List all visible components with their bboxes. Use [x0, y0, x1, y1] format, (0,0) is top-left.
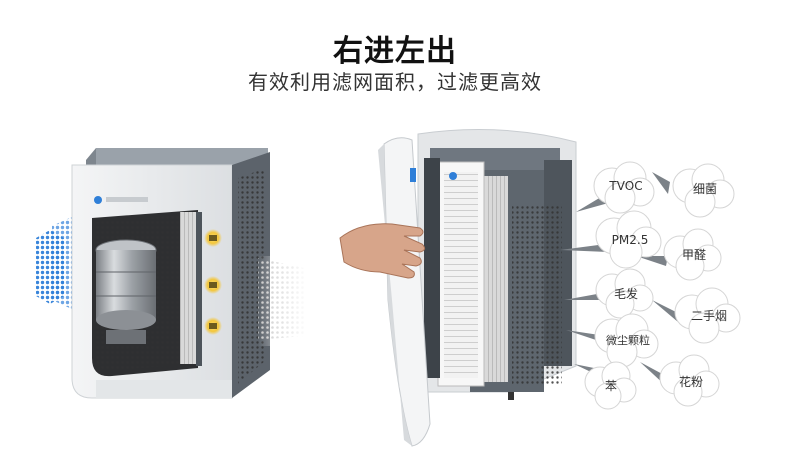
- pollutant-label-dust: 微尘颗粒: [606, 334, 650, 347]
- brand-logo-icon: [94, 196, 102, 204]
- pollutant-label-hair: 毛发: [613, 287, 638, 301]
- cloud-formaldehyde: [663, 228, 722, 281]
- pollutant-label-pollen: 花粉: [678, 375, 703, 389]
- cloud-benzene: [584, 361, 637, 410]
- cloud-smoke: [674, 287, 741, 344]
- left-purifier-cutaway: [36, 148, 308, 399]
- cloud-bacteria: [672, 163, 735, 218]
- pollutant-clouds: [560, 161, 741, 410]
- page-subtitle: 有效利用滤网面积，过滤更高效: [248, 70, 542, 94]
- pollutant-label-pm25: PM2.5: [611, 233, 649, 247]
- pollutant-label-formaldehyde: 甲醛: [681, 248, 706, 262]
- cloud-hair: [595, 268, 654, 319]
- cloud-pollen: [659, 354, 720, 407]
- cloud-dust: [594, 313, 659, 368]
- hand-illustration: [339, 223, 426, 279]
- cloud-pm25: [595, 210, 662, 269]
- right-purifier-exploded: [339, 129, 577, 447]
- page-title: 右进左出: [333, 34, 457, 69]
- pollutant-label-benzene: 苯: [604, 379, 617, 393]
- cloud-tvoc: [593, 161, 655, 214]
- pollutant-label-tvoc: TVOC: [609, 179, 643, 193]
- pollutant-label-smoke: 二手烟: [690, 309, 727, 323]
- pollutant-label-bacteria: 细菌: [692, 182, 717, 196]
